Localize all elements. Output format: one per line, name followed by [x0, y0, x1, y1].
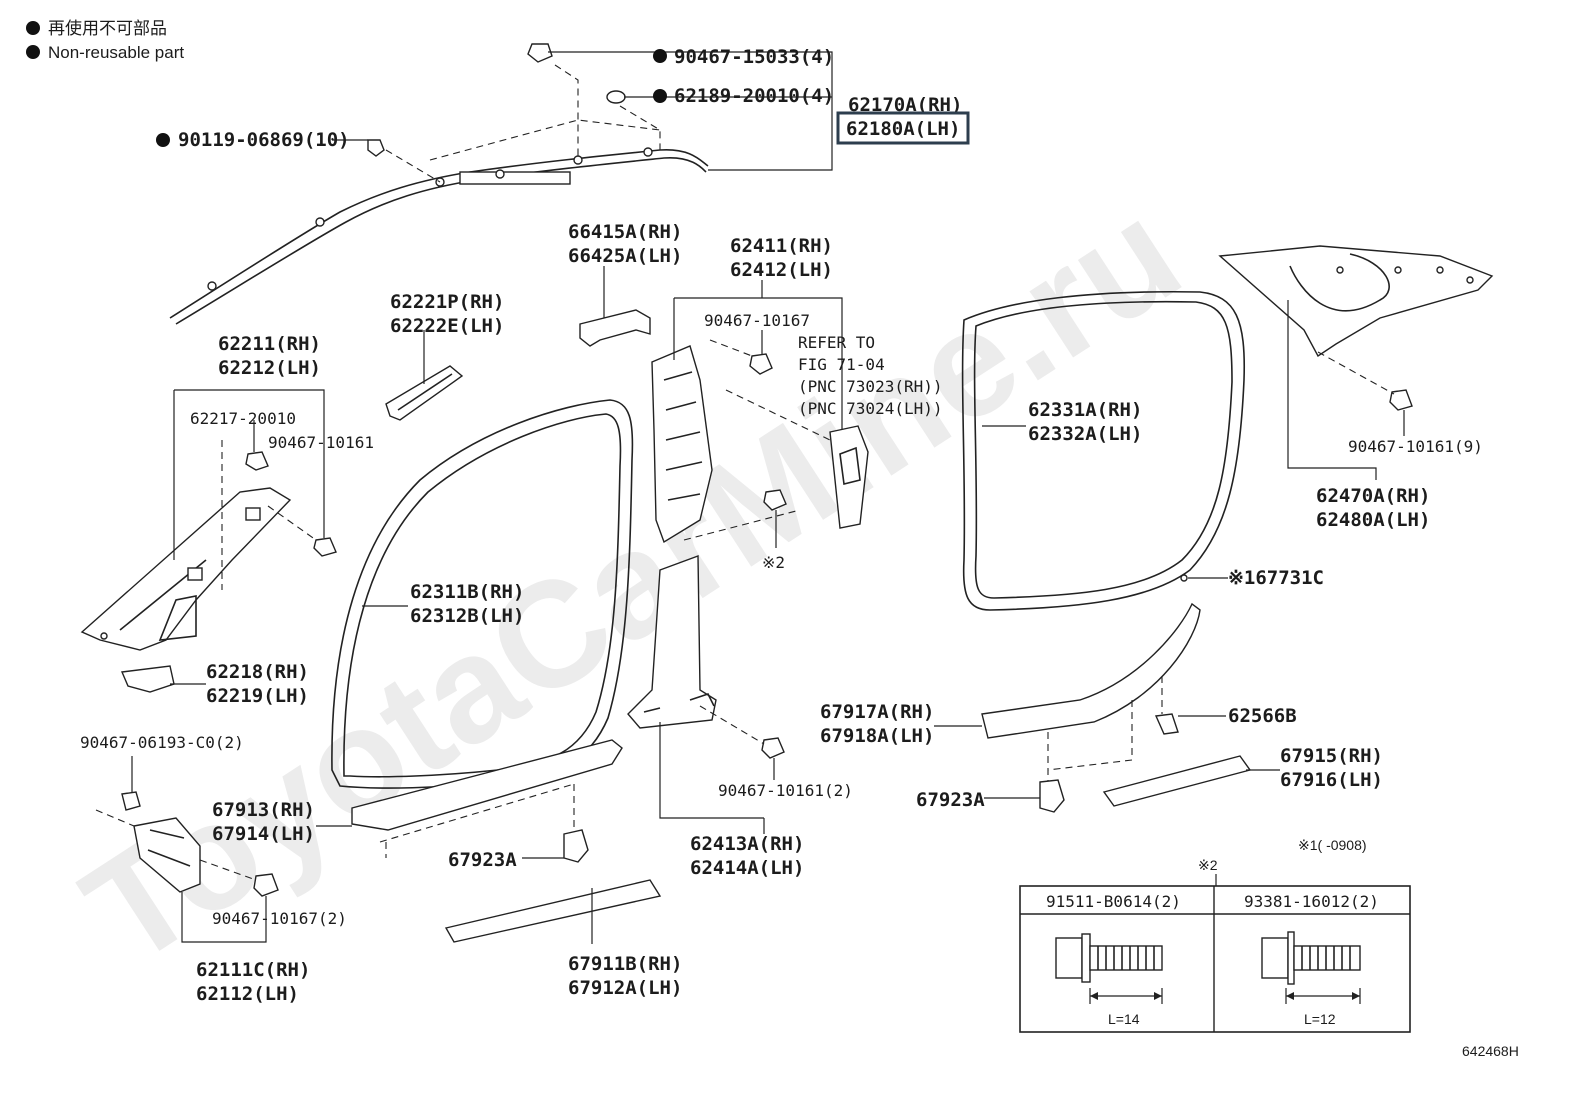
- label-62112: 62112(LH): [196, 983, 299, 1005]
- label-62219: 62219(LH): [206, 685, 309, 707]
- label-62470A: 62470A(RH): [1316, 485, 1430, 507]
- bolt-spec-table: 91511-B0614(2) 93381-16012(2) L=14 L=12: [1019, 885, 1411, 1033]
- clip-icon: [245, 451, 269, 471]
- label-67916: 67916(LH): [1280, 769, 1383, 791]
- label-62111C: 62111C(RH): [196, 959, 310, 981]
- roof-side-inner-garnish: [1218, 245, 1494, 480]
- label-67923A-right: 67923A: [916, 789, 985, 811]
- rear-scuff-plate: [934, 574, 1228, 813]
- label-62170A: 62170A(RH): [848, 94, 962, 116]
- bracket-62221P: [385, 330, 464, 421]
- label-62212: 62212(LH): [218, 357, 321, 379]
- label-62218: 62218(RH): [206, 661, 309, 683]
- figure-id: 642468H: [1462, 1043, 1519, 1059]
- cowl-side-trim: [95, 756, 279, 943]
- non-reusable-dot-icon: [26, 21, 40, 35]
- front-pillar-garnish: [80, 389, 337, 651]
- label-90467-10161: 90467-10161: [268, 433, 374, 452]
- clip-icon: [1154, 713, 1179, 735]
- label-67915: 67915(RH): [1280, 745, 1383, 767]
- label-62480A: 62480A(LH): [1316, 509, 1430, 531]
- label-62211: 62211(RH): [218, 333, 321, 355]
- label-62412: 62412(LH): [730, 259, 833, 281]
- bolt-icon: [763, 489, 787, 511]
- label-90119-06869: 90119-06869(10): [178, 129, 350, 151]
- legend: 再使用不可部品 Non-reusable part: [26, 18, 184, 62]
- label-62221P: 62221P(RH): [390, 291, 504, 313]
- label-67923A-left: 67923A: [448, 849, 517, 871]
- clip-icon: [527, 43, 553, 63]
- clip-icon: [253, 873, 279, 897]
- bracket-66415A: [579, 266, 651, 347]
- bolt-washer-icon: [1261, 931, 1361, 1004]
- refer-line4: (PNC 73024(LH)): [798, 399, 943, 418]
- legend-jp: 再使用不可部品: [48, 18, 167, 38]
- label-67913: 67913(RH): [212, 799, 315, 821]
- mark2-a: ※2: [762, 553, 785, 572]
- clip-icon: [761, 737, 785, 759]
- refer-line1: REFER TO: [798, 333, 875, 352]
- clip-icon: [749, 353, 773, 375]
- washer-icon: [606, 90, 626, 104]
- label-67914: 67914(LH): [212, 823, 315, 845]
- roof-side-rail-assembly: [169, 43, 709, 325]
- label-67918A: 67918A(LH): [820, 725, 934, 747]
- rear-door-opening-trim: [961, 290, 1246, 611]
- bolt-col2-part: 93381-16012(2): [1244, 892, 1379, 911]
- label-62189-20010: 62189-20010(4): [674, 85, 834, 107]
- flange-bolt-icon: [1055, 933, 1163, 1004]
- pillar-clip-62218: [120, 665, 206, 693]
- label-90467-15033: 90467-15033(4): [674, 46, 834, 68]
- note-range: ※1( -0908): [1298, 837, 1367, 853]
- label-90467-06193: 90467-06193-C0(2): [80, 733, 244, 752]
- label-62414A: 62414A(LH): [690, 857, 804, 879]
- label-62180A: 62180A(LH): [846, 118, 960, 140]
- label-62311B: 62311B(RH): [410, 581, 524, 603]
- label-66425A: 66425A(LH): [568, 245, 682, 267]
- label-62312B: 62312B(LH): [410, 605, 524, 627]
- bolt-col2-length: L=12: [1304, 1011, 1336, 1027]
- clip-icon: [1389, 389, 1413, 411]
- label-67912A: 67912A(LH): [568, 977, 682, 999]
- refer-line3: (PNC 73023(RH)): [798, 377, 943, 396]
- center-pillar-garnish-lower: [627, 555, 785, 834]
- bolt-col1-length: L=14: [1108, 1011, 1140, 1027]
- clip-icon: [1039, 779, 1065, 813]
- legend-en: Non-reusable part: [48, 43, 184, 62]
- front-scuff-plate: [316, 739, 623, 863]
- clip-icon: [563, 829, 589, 863]
- label-66415A: 66415A(RH): [568, 221, 682, 243]
- center-pillar-garnish-upper: [651, 280, 869, 548]
- label-90467-10167-2: 90467-10167(2): [212, 909, 347, 928]
- seatbelt-cover: [829, 425, 869, 529]
- label-90467-10167-top: 90467-10167: [704, 311, 810, 330]
- label-62331A: 62331A(RH): [1028, 399, 1142, 421]
- screw-icon: [367, 139, 385, 157]
- rear-scuff-plate-cover: [1102, 755, 1280, 807]
- screw-icon: [121, 791, 141, 811]
- label-62413A: 62413A(RH): [690, 833, 804, 855]
- front-scuff-plate-cover: [444, 879, 662, 944]
- bolt-col1-part: 91511-B0614(2): [1046, 892, 1181, 911]
- clip-icon: [313, 537, 337, 557]
- label-62222E: 62222E(LH): [390, 315, 504, 337]
- label-67731C: ※167731C: [1228, 567, 1324, 589]
- top-leaders: [156, 49, 833, 171]
- refer-line2: FIG 71-04: [798, 355, 885, 374]
- label-62566B: 62566B: [1228, 705, 1297, 727]
- label-90467-10161-2: 90467-10161(2): [718, 781, 853, 800]
- label-67911B: 67911B(RH): [568, 953, 682, 975]
- mark2-b: ※2: [1198, 857, 1218, 873]
- label-62217-20010: 62217-20010: [190, 409, 296, 428]
- label-90467-10161-9: 90467-10161(9): [1348, 437, 1483, 456]
- highlight-box: [836, 111, 970, 145]
- clip-bar: [459, 171, 571, 185]
- non-reusable-dot-icon: [26, 45, 40, 59]
- label-62332A: 62332A(LH): [1028, 423, 1142, 445]
- label-67917A: 67917A(RH): [820, 701, 934, 723]
- label-62411: 62411(RH): [730, 235, 833, 257]
